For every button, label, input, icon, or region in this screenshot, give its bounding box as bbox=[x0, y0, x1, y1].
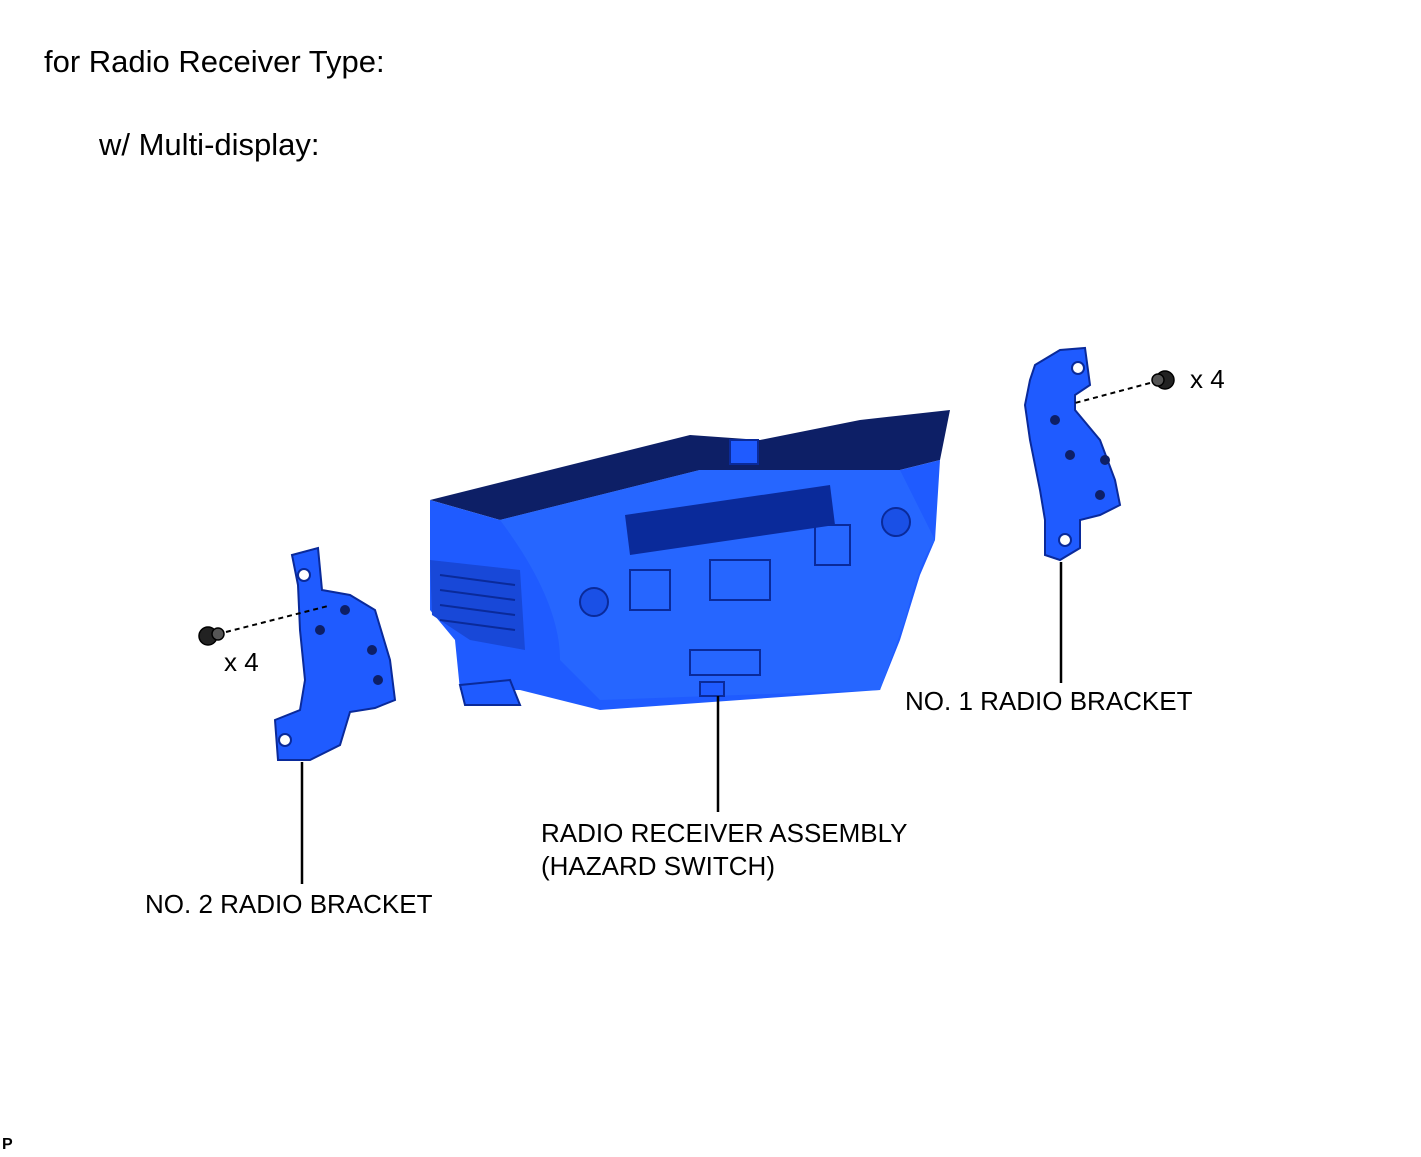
label-no1-radio-bracket: NO. 1 RADIO BRACKET bbox=[905, 686, 1193, 716]
label-receiver-line2: (HAZARD SWITCH) bbox=[541, 851, 775, 881]
page-heading: for Radio Receiver Type: bbox=[44, 44, 385, 79]
corner-mark: P bbox=[2, 1136, 13, 1153]
radio-receiver-assembly bbox=[430, 410, 950, 710]
screw-right bbox=[1151, 370, 1175, 390]
label-receiver-line1: RADIO RECEIVER ASSEMBLY bbox=[541, 818, 908, 848]
qty-label-left: x 4 bbox=[224, 647, 259, 677]
label-radio-receiver-assembly: RADIO RECEIVER ASSEMBLY (HAZARD SWITCH) bbox=[541, 817, 908, 883]
screw-path-right bbox=[1074, 382, 1151, 404]
label-no2-radio-bracket: NO. 2 RADIO BRACKET bbox=[145, 889, 433, 919]
no1-radio-bracket bbox=[1023, 346, 1122, 562]
no2-radio-bracket bbox=[273, 546, 397, 761]
screw-left bbox=[198, 626, 225, 646]
page-subheading: w/ Multi-display: bbox=[99, 127, 320, 162]
qty-label-right: x 4 bbox=[1190, 364, 1225, 394]
